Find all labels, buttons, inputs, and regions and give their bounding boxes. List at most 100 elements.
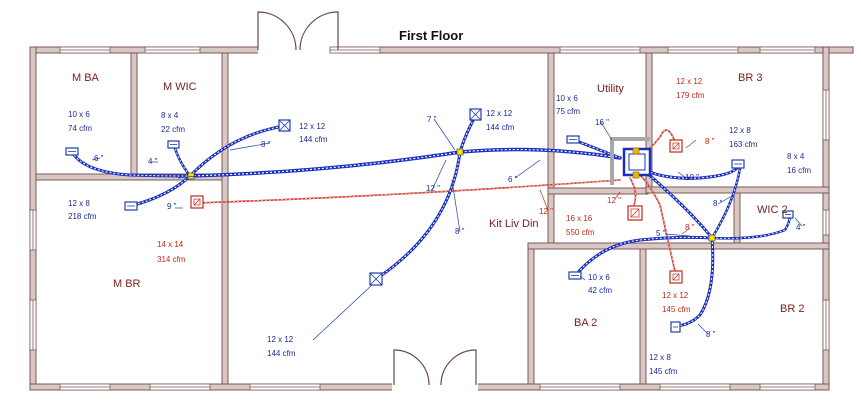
room-label-br3: BR 3: [738, 72, 763, 84]
return-grille-kitchen-inner: [630, 208, 640, 218]
duct-size-trunk-left: 12 ": [426, 184, 440, 193]
wall-segment: [527, 242, 830, 250]
leader-line: [539, 189, 549, 211]
supply-branch-wic2-texture: [711, 214, 791, 239]
room-label-kit-liv-din: Kit Liv Din: [489, 218, 539, 230]
duct-size-wic2: 4 ": [796, 223, 806, 232]
return-grille-kitchen-diag: [630, 208, 640, 218]
register-cfm-liv-top: 144 cfm: [486, 123, 515, 132]
wall-segment: [639, 248, 647, 385]
wall-segment: [547, 187, 649, 195]
register-cfm-br2: 145 cfm: [649, 367, 678, 376]
duct-size-trunk-right: 5 ": [656, 229, 666, 238]
supply-branch-br3-texture: [639, 165, 739, 179]
return-grille-br2-diag: [672, 273, 680, 281]
return-grille-mbr-inner: [193, 198, 201, 206]
doors: [257, 11, 477, 386]
registers: [65, 108, 794, 333]
room-label-utility: Utility: [597, 83, 624, 95]
supply-register-mbr-bottom-cross-b: [369, 272, 383, 286]
diagram-title: First Floor: [399, 28, 464, 43]
return-cfm-br3: 179 cfm: [676, 91, 705, 100]
duct-size-br2: 8 ": [706, 330, 716, 339]
plenum-connector: [632, 147, 640, 155]
room-label-mwic: M WIC: [163, 81, 197, 93]
leader-line: [614, 191, 621, 200]
duct-size-br3-supply: 10 ": [685, 173, 699, 182]
register-size-mba: 10 x 6: [68, 110, 90, 119]
duct-size-plenum-return: 12 ": [607, 196, 621, 205]
leader-line: [312, 284, 373, 341]
rear-door-right-leaf: [440, 349, 477, 386]
supply-trunk-main: [188, 147, 622, 178]
leader-line: [697, 323, 709, 335]
leader-line: [681, 227, 691, 235]
register-size-mbr-bottom: 12 x 12: [267, 335, 294, 344]
room-label-br2: BR 2: [780, 303, 805, 315]
supply-branch-ba2-texture: [574, 236, 713, 277]
room-label-wic2: WIC 2: [757, 204, 788, 216]
duct-size-liv-lower: 8 ": [455, 227, 465, 236]
room-label-mba: M BA: [72, 72, 99, 84]
register-size-br2: 12 x 8: [649, 353, 671, 362]
return-grille-br3-inner: [672, 142, 680, 150]
duct-size-liv-top: 7 ": [427, 115, 437, 124]
wall-segment: [221, 52, 229, 385]
front-door-left-leaf: [257, 11, 297, 51]
supply-register-liv-top-cross-b: [469, 108, 482, 121]
return-grille-br2-inner: [672, 273, 680, 281]
register-size-mwic: 8 x 4: [161, 111, 179, 120]
air-handler-plenum: [610, 137, 652, 185]
supply-branch-mbr-top: [188, 124, 286, 178]
register-size-ba2: 10 x 6: [588, 273, 610, 282]
leader-line: [599, 120, 613, 141]
supply-branch-mbr-top-texture: [189, 125, 285, 177]
front-door-right-leaf: [299, 11, 339, 51]
supply-branch-mbr-left: [132, 174, 192, 207]
air-handler-unit: [622, 147, 652, 177]
duct-junction: [708, 234, 716, 242]
return-cfm-br2: 145 cfm: [662, 305, 691, 314]
register-cfm-mbr-bottom: 144 cfm: [267, 349, 296, 358]
return-duct-br2-texture: [639, 174, 677, 277]
supply-trunk-main-texture: [189, 148, 621, 177]
duct-size-mwic: 4 ": [148, 157, 158, 166]
duct-size-kit-return: 12 ": [539, 207, 553, 216]
plenum-connector: [632, 171, 640, 179]
leader-line: [794, 217, 803, 227]
wall-segment: [645, 186, 830, 194]
rear-door-left-leaf: [393, 349, 430, 386]
leader-line: [664, 233, 691, 237]
leader-line: [685, 139, 697, 149]
duct-size-trunk-mid: 6 ": [508, 175, 518, 184]
register-size-wic2: 8 x 4: [787, 152, 805, 161]
duct-size-mba: 6 ": [94, 154, 104, 163]
duct-size-mbr-left: 9 ": [167, 202, 177, 211]
windows: [29, 46, 830, 391]
register-cfm-wic2: 16 cfm: [787, 166, 812, 175]
register-size-mbr-top: 12 x 12: [299, 122, 326, 131]
leader-line: [229, 142, 271, 151]
wall-segment: [527, 248, 535, 385]
duct-size-br2-return: 8 ": [685, 223, 695, 232]
supply-branch-mba-texture: [71, 151, 191, 177]
supply-branch-wic2-up-texture: [711, 167, 741, 239]
return-size-mbr: 14 x 14: [157, 240, 184, 249]
door-opening: [258, 46, 338, 54]
duct-size-wic2-up: 8 ": [713, 199, 723, 208]
register-size-utility: 10 x 6: [556, 94, 578, 103]
supply-branch-liv-lower-texture: [375, 151, 461, 280]
register-cfm-mbr-top: 144 cfm: [299, 135, 328, 144]
return-ducts: [196, 129, 677, 277]
register-cfm-utility: 75 cfm: [556, 107, 581, 116]
return-size-kitchen: 16 x 16: [566, 214, 593, 223]
wall-segment: [130, 52, 138, 175]
supply-branch-mwic: [172, 143, 192, 178]
leader-line: [91, 157, 101, 161]
leader-lines: [91, 118, 803, 341]
leader-line: [579, 275, 586, 281]
register-cfm-ba2: 42 cfm: [588, 286, 613, 295]
duct-size-mbr-upper: 8 ": [261, 140, 271, 149]
register-size-br3: 12 x 8: [729, 126, 751, 135]
